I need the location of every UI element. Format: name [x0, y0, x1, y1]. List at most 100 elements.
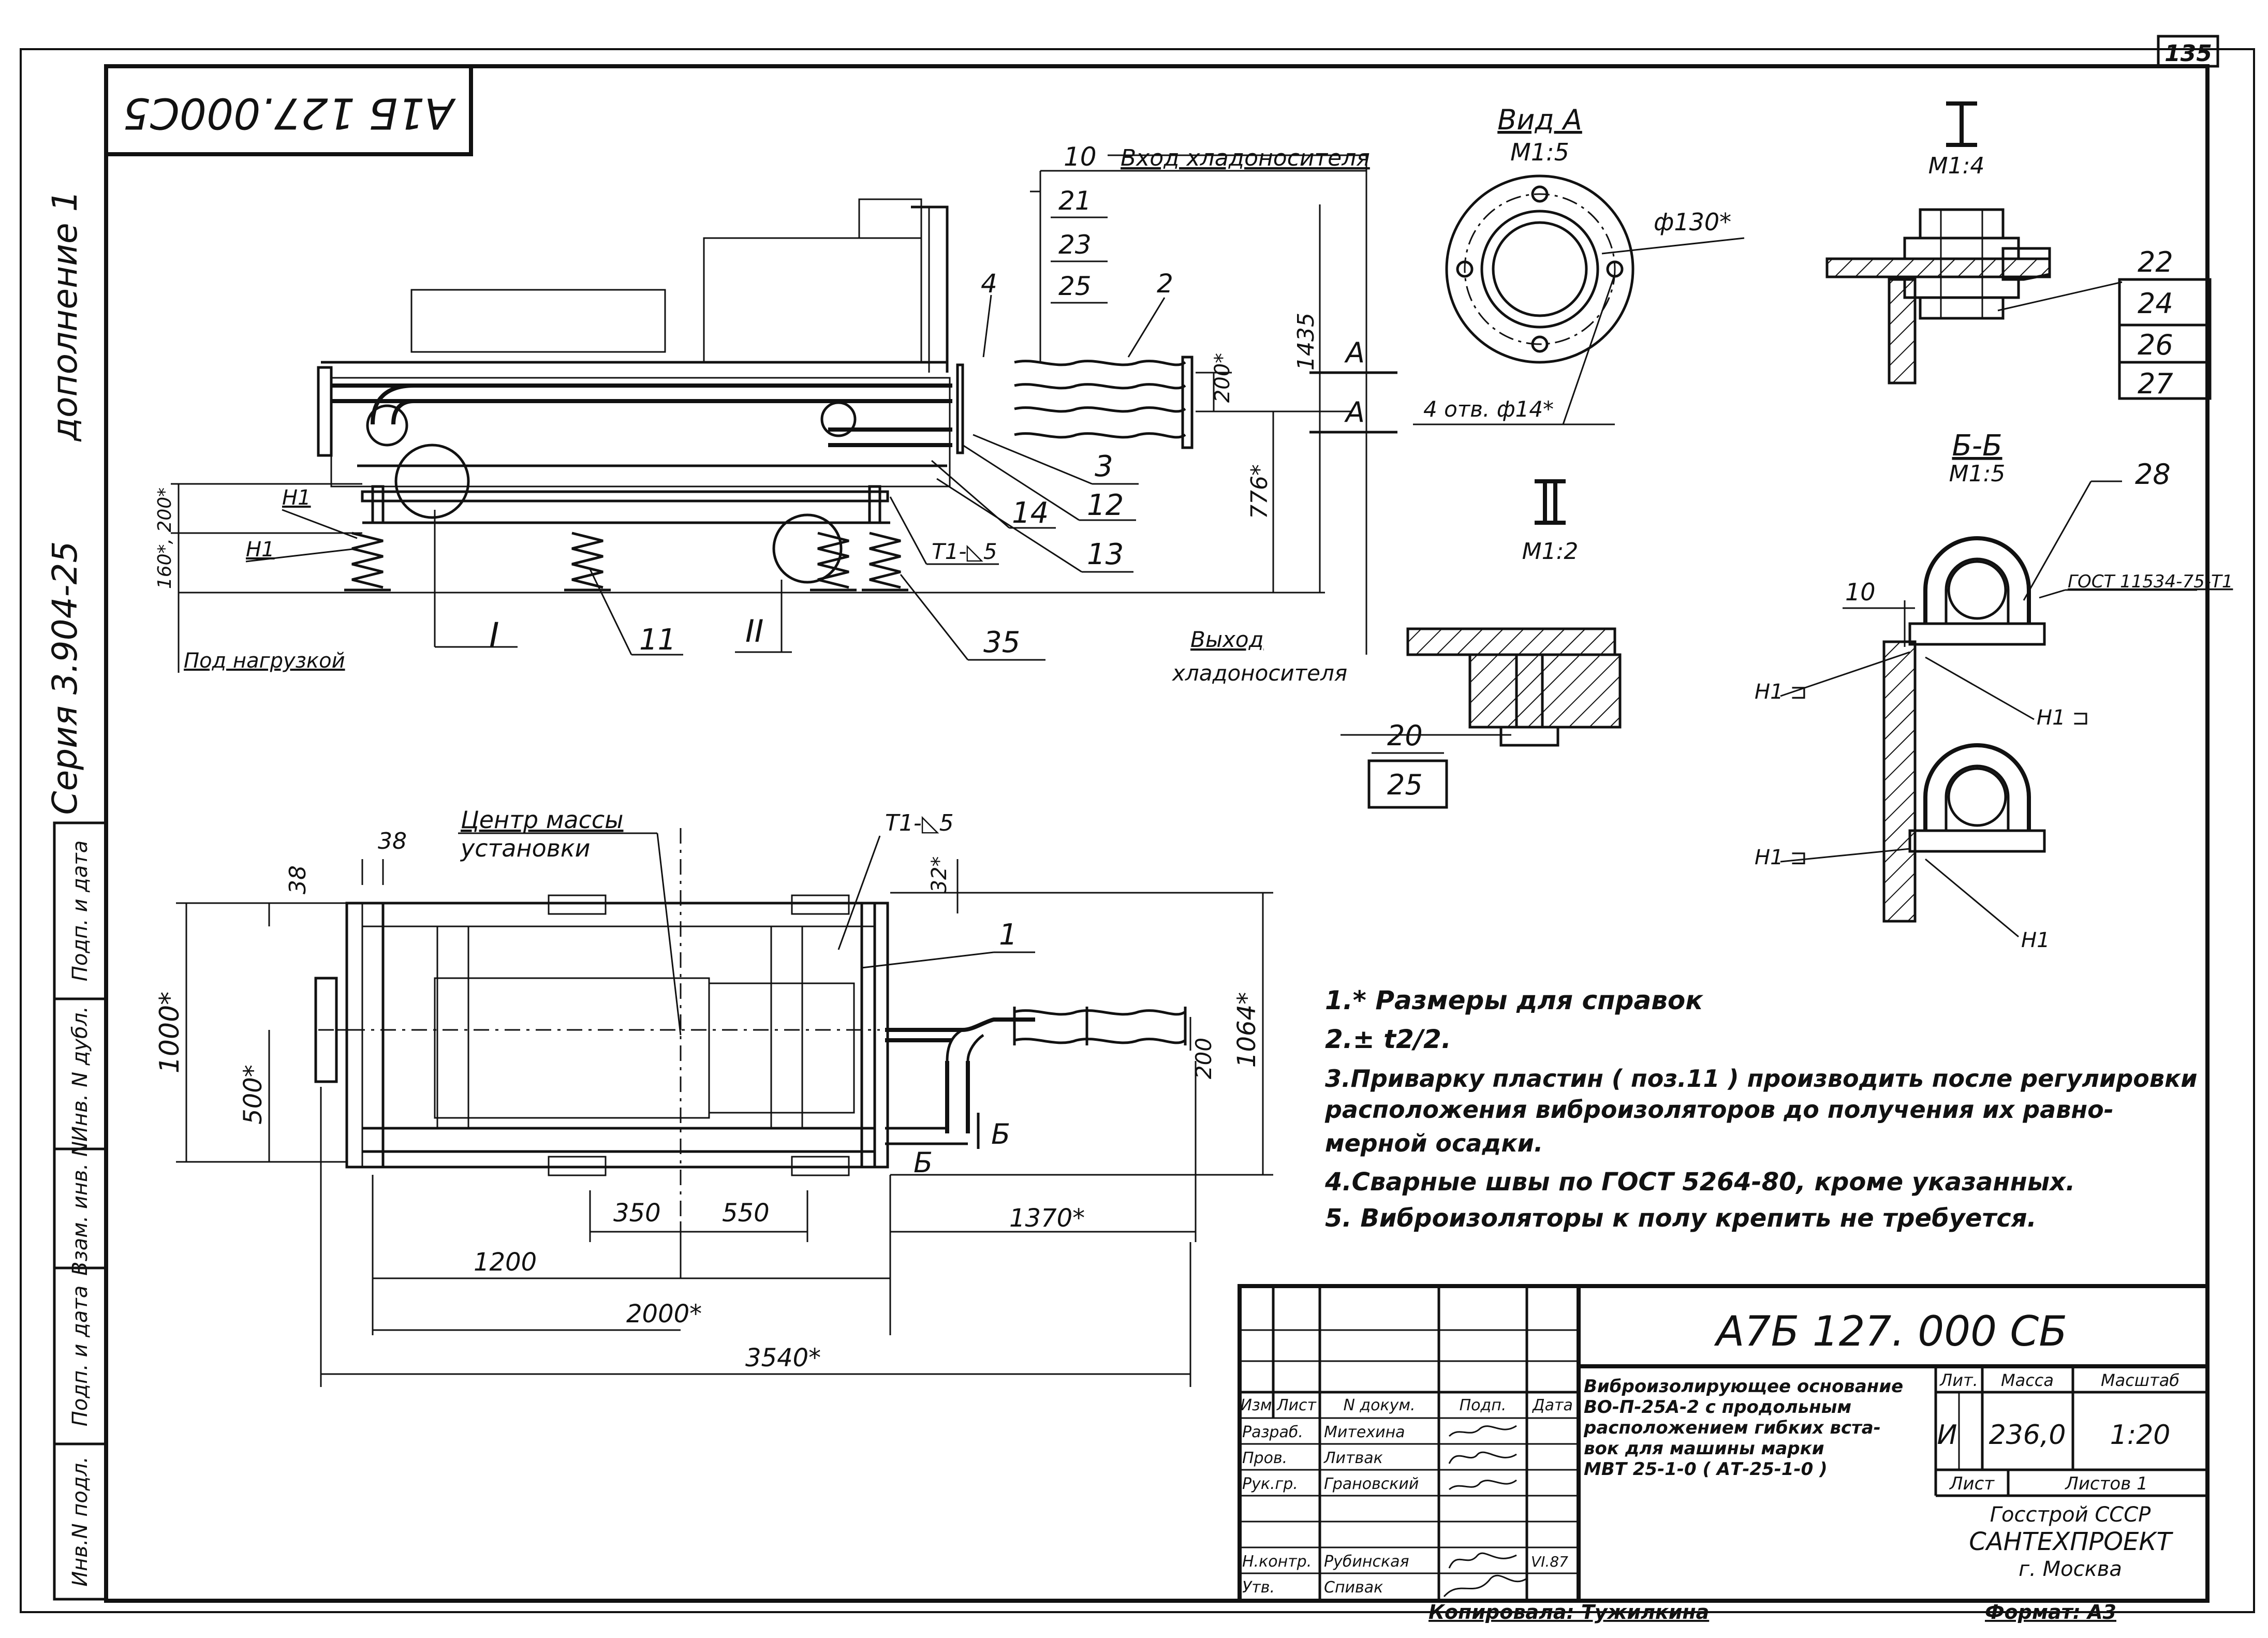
tb-row-5-name: Спивак — [1324, 1578, 1383, 1597]
strip-vzam-inv: Взам. инв. N — [68, 1141, 92, 1276]
section-mark-a-1: А — [1344, 336, 1365, 369]
pos-35: 35 — [983, 626, 1020, 659]
tb-head-lit: Лит. — [1939, 1370, 1978, 1390]
dim-200-top: 200* — [1211, 353, 1234, 403]
note-3b: расположения виброизоляторов до получени… — [1324, 1096, 2114, 1124]
tb-row-4-date: VI.87 — [1531, 1553, 1568, 1570]
pos-24: 24 — [2138, 287, 2173, 320]
note-3c: мерной осадки. — [1325, 1129, 1543, 1157]
view-a-diameter: ф130* — [1654, 208, 1731, 236]
dim-200-plan: 200 — [1191, 1038, 1216, 1079]
tb-row-4-role: Н.контр. — [1242, 1553, 1312, 1571]
strip-inv-dubl: Инв. N дубл. — [68, 1006, 92, 1142]
doc-code-stamp: А1Б 127.000С5 — [123, 88, 456, 138]
spring-2 — [564, 532, 611, 592]
roman-2-mark: II — [745, 613, 763, 650]
tb-lit: И — [1937, 1420, 1957, 1451]
pos-25b: 25 — [1387, 769, 1423, 801]
plan-view — [176, 828, 1273, 1387]
pos-25: 25 — [1058, 271, 1092, 301]
dim-550: 550 — [722, 1199, 770, 1228]
section-bb-scale: М1:5 — [1949, 461, 2006, 487]
flexible-inserts-side — [956, 356, 1194, 454]
tb-sheet-label: Лист — [1949, 1473, 1995, 1494]
detail-circle-1 — [394, 444, 470, 519]
view-a-title: Вид А — [1497, 104, 1582, 136]
dim-10: 10 — [1845, 578, 1876, 606]
tb-sheets-label: Листов 1 — [2064, 1473, 2147, 1494]
inlet-label: Вход хладоносителя — [1121, 145, 1370, 171]
view-2 — [1341, 479, 1622, 747]
tb-row-3-name: Грановский — [1324, 1475, 1419, 1493]
h1-bb-3: Н1 ⊐ — [1755, 846, 1807, 869]
signature-3 — [1448, 1479, 1517, 1491]
dim-32: 32* — [927, 857, 951, 893]
view-a — [1413, 174, 1745, 425]
dim-1435: 1435 — [1293, 313, 1319, 371]
note-4: 4.Сварные швы по ГОСТ 5264-80, кроме ука… — [1324, 1168, 2075, 1197]
weld-top: Т1-◺5 — [932, 539, 997, 564]
dim-160-200: 160*, 200* — [154, 488, 175, 589]
tb-name-1: Виброизолирующее основание — [1584, 1376, 1903, 1397]
dim-350: 350 — [613, 1199, 661, 1228]
tb-row-1-role: Разраб. — [1242, 1423, 1303, 1441]
left-strip: Инв.N подл. Подп. и дата Взам. инв. N Ин… — [53, 821, 108, 1601]
outer-frame — [20, 48, 2255, 1613]
section-bb-title: Б-Б — [1952, 429, 2002, 463]
series-label: Серия 3.904-25 — [45, 541, 85, 815]
pos-28: 28 — [2135, 458, 2171, 491]
detail-circle-2 — [772, 513, 843, 584]
page-number: 135 — [2164, 40, 2212, 67]
dim-38-b: 38 — [285, 865, 311, 894]
pos-22: 22 — [2138, 246, 2173, 278]
tb-org-1: Госстрой СССР — [1990, 1503, 2151, 1527]
notes: 1.* Размеры для справок 2.± t2/2. 3.Прив… — [1324, 985, 2197, 1233]
pos-1: 1 — [999, 918, 1018, 952]
doc-code-stamp-box — [104, 64, 473, 156]
spring-1 — [344, 532, 391, 592]
signature-1 — [1448, 1425, 1517, 1437]
pos-11: 11 — [639, 623, 676, 657]
tb-row-2-role: Пров. — [1242, 1449, 1287, 1467]
dim-500: 500* — [239, 1065, 268, 1125]
tb-row-3-role: Рук.гр. — [1242, 1475, 1298, 1493]
mass-center-1: Центр массы — [461, 806, 624, 834]
tb-row-5-role: Утв. — [1242, 1578, 1275, 1597]
view-a-holes: 4 отв. ф14* — [1423, 396, 1554, 422]
view-a-scale: М1:5 — [1510, 138, 1569, 166]
tb-head-mass: Масса — [2001, 1370, 2054, 1390]
tb-row-1-name: Митехина — [1324, 1423, 1405, 1441]
tb-name-2: ВО-П-25А-2 с продольным — [1584, 1397, 1851, 1418]
strip-inv-podl: Инв.N подл. — [68, 1456, 92, 1587]
pos-13: 13 — [1087, 538, 1124, 571]
note-1: 1.* Размеры для справок — [1325, 985, 1703, 1015]
signature-5 — [1443, 1574, 1527, 1597]
section-mark-b-1: Б — [991, 1118, 1010, 1150]
note-5: 5. Виброизоляторы к полу крепить не треб… — [1325, 1204, 2037, 1233]
tb-copied: Копировала: Тужилкина — [1428, 1601, 1709, 1624]
dim-2000: 2000* — [626, 1300, 702, 1329]
title-block — [1238, 1284, 2210, 1603]
outlet-label-2: хладоносителя — [1171, 660, 1347, 686]
dim-1370: 1370* — [1009, 1204, 1085, 1233]
h1-bb-1: Н1 ⊐ — [1755, 680, 1807, 704]
tb-mass: 236,0 — [1989, 1420, 2066, 1451]
under-load: Под нагрузкой — [184, 649, 345, 673]
signature-2 — [1448, 1451, 1517, 1464]
note-3: 3.Приварку пластин ( поз.11 ) производит… — [1325, 1065, 2197, 1093]
tb-row-2-name: Литвак — [1323, 1449, 1383, 1467]
section-bb-standard: ГОСТ 11534-75-Т1 — [2068, 571, 2233, 592]
pos-23: 23 — [1058, 230, 1092, 260]
dim-3540: 3540* — [745, 1344, 821, 1373]
pos-4: 4 — [981, 269, 997, 299]
tb-row-4-name: Рубинская — [1324, 1553, 1409, 1571]
weld-plan: Т1-◺5 — [885, 810, 954, 836]
tb-org-2: САНТЕХПРОЕКТ — [1969, 1527, 2173, 1556]
h1-bb-4: Н1 — [2021, 928, 2050, 952]
section-mark-a-2: А — [1344, 396, 1365, 429]
pos-12: 12 — [1087, 489, 1124, 522]
mass-center-2: установки — [460, 834, 591, 862]
spring-4 — [862, 532, 908, 592]
tb-col-podp: Подп. — [1460, 1396, 1507, 1414]
